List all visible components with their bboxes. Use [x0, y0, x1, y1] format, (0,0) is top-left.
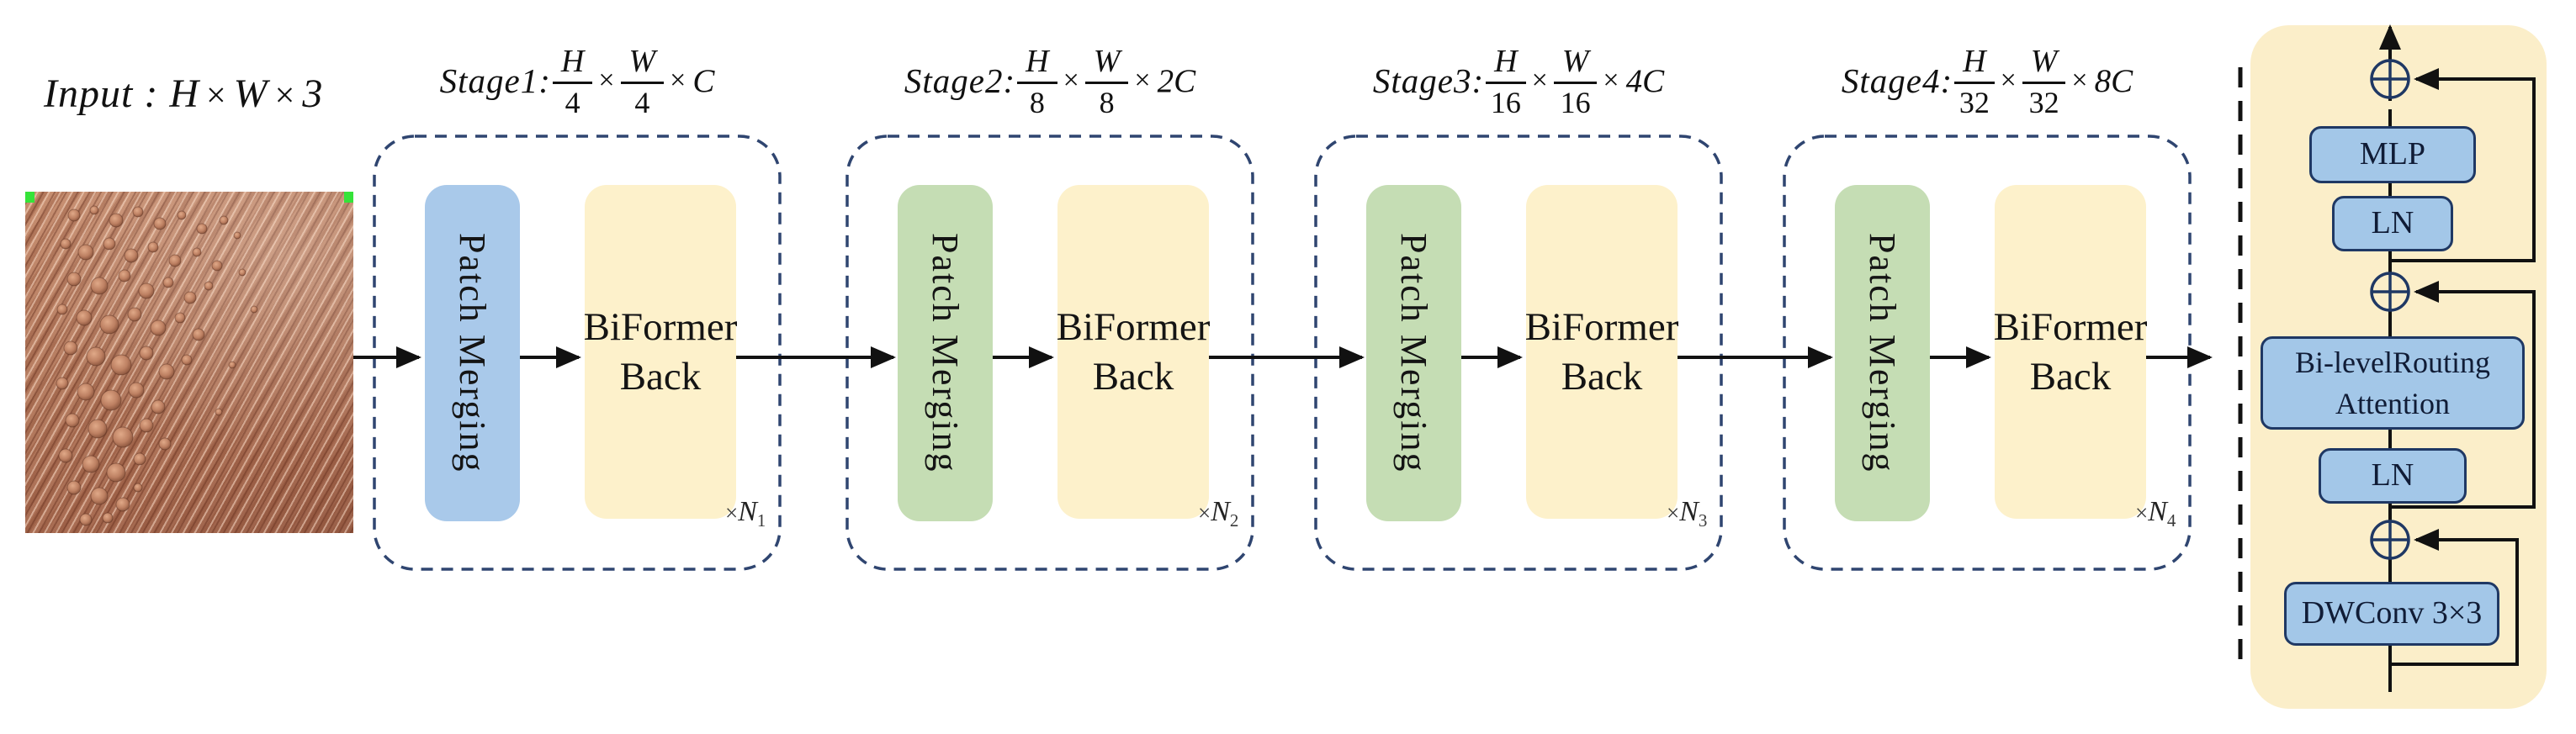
- layernorm-lower-box: LN: [2319, 448, 2467, 504]
- stage4-biformer-block: BiFormer Back: [1993, 185, 2148, 519]
- times-sign: ×: [598, 65, 615, 96]
- patch-merging-label: Patch Merging: [452, 233, 493, 473]
- times-sign: ×: [670, 65, 686, 96]
- stage-dashed-borders: [373, 135, 2192, 571]
- biformer-label-line2: Back: [619, 354, 702, 399]
- patch-merging-label: Patch Merging: [1862, 233, 1903, 473]
- stage2-biformer-block: BiFormer Back: [1056, 185, 1211, 519]
- add-operators: [2370, 59, 2410, 560]
- input-label-h: H: [169, 71, 199, 116]
- add-icon-top: [2370, 59, 2410, 99]
- biformer-label-line1: BiFormer: [1993, 304, 2148, 349]
- times-sign: ×: [205, 77, 227, 115]
- mlp-box: MLP: [2309, 126, 2476, 183]
- biformer-label-line1: BiFormer: [1056, 304, 1211, 349]
- stage1-biformer-block: BiFormer Back: [583, 185, 738, 519]
- input-dimension-label: Input : H×W×3: [44, 71, 323, 117]
- biformer-label-line2: Back: [1561, 354, 1643, 399]
- stage1-title: Stage1:: [439, 61, 551, 100]
- stage2-channels: 2C: [1157, 62, 1196, 99]
- times-sign: ×: [1603, 65, 1619, 96]
- skip-connection-mlp: [2390, 68, 2536, 262]
- stage2-title: Stage2:: [904, 61, 1016, 100]
- patch-merging-label: Patch Merging: [925, 233, 966, 473]
- stage3-border: [1314, 135, 1723, 571]
- times-sign: ×: [1063, 65, 1079, 96]
- stage2-border: [845, 135, 1254, 571]
- stage3-channels: 4C: [1625, 62, 1665, 99]
- input-label-prefix: Input :: [44, 71, 159, 116]
- input-sample-image: [25, 192, 353, 533]
- stage3-title: Stage3:: [1372, 61, 1485, 100]
- stage1-repeat-label: ×N1: [725, 496, 766, 531]
- stage3-repeat-label: ×N3: [1667, 496, 1708, 531]
- times-sign: ×: [274, 77, 296, 115]
- stage4-title: Stage4:: [1841, 61, 1953, 100]
- dwconv-box: DWConv 3×3: [2284, 582, 2499, 646]
- patch-merging-label: Patch Merging: [1393, 233, 1434, 473]
- bilevel-routing-attention-box: Bi-levelRouting Attention: [2261, 336, 2525, 430]
- stage1-border: [373, 135, 782, 571]
- add-icon-bottom: [2370, 520, 2410, 560]
- biformer-label-line2: Back: [1092, 354, 1174, 399]
- times-sign: ×: [1531, 65, 1548, 96]
- copper-surface-bumps: [56, 205, 258, 526]
- stage1-patch-merging-block: Patch Merging: [425, 185, 520, 521]
- stage2-repeat-label: ×N2: [1198, 496, 1239, 531]
- input-label-channels: 3: [302, 71, 324, 116]
- annotation-mark-top-left: [25, 192, 34, 203]
- stage4-patch-merging-block: Patch Merging: [1835, 185, 1930, 521]
- annotation-mark-top-right: [344, 192, 353, 203]
- biformer-label-line1: BiFormer: [1524, 304, 1679, 349]
- stage1-channels: C: [692, 62, 715, 99]
- stage4-repeat-label: ×N4: [2135, 496, 2176, 531]
- biformer-label-line2: Back: [2029, 354, 2112, 399]
- layernorm-upper-box: LN: [2332, 196, 2453, 251]
- skip-connection-attention: [2390, 281, 2536, 509]
- times-sign: ×: [2071, 65, 2088, 96]
- stage3-biformer-block: BiFormer Back: [1524, 185, 1679, 519]
- skip-connection-dwconv: [2390, 529, 2519, 666]
- times-sign: ×: [1134, 65, 1151, 96]
- biformer-label-line1: BiFormer: [583, 304, 738, 349]
- stage4-border: [1783, 135, 2192, 571]
- stage4-channels: 8C: [2094, 62, 2133, 99]
- times-sign: ×: [2000, 65, 2017, 96]
- input-label-w: W: [233, 71, 268, 116]
- stage3-patch-merging-block: Patch Merging: [1366, 185, 1461, 521]
- add-icon-middle: [2370, 272, 2410, 312]
- stage2-patch-merging-block: Patch Merging: [898, 185, 993, 521]
